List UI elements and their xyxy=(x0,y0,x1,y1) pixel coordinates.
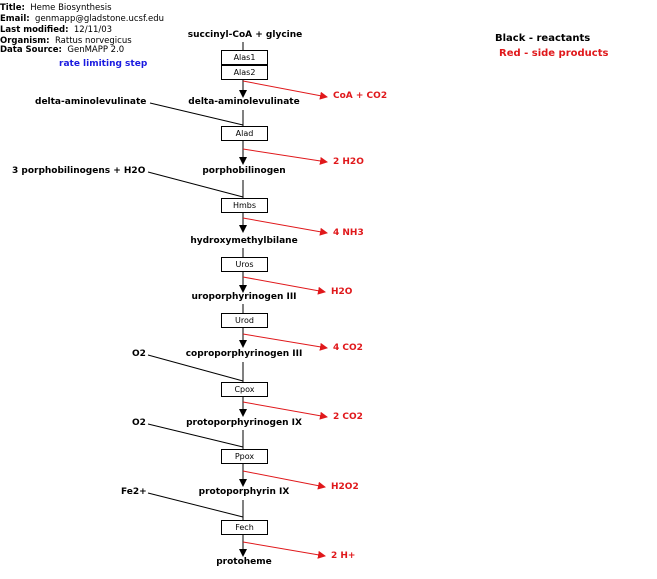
modified-label: Last modified: xyxy=(0,25,69,35)
gene-box-urod[interactable]: Urod xyxy=(221,313,268,328)
email-line: Email: genmapp@gladstone.ucsf.edu xyxy=(0,14,164,24)
co-reactant-label[interactable]: Fe2+ xyxy=(121,487,147,497)
side-product-line-3 xyxy=(242,217,328,236)
co-reactant-lines xyxy=(147,102,244,518)
modified-line: Last modified: 12/11/03 xyxy=(0,25,112,35)
metabolite-node[interactable]: protoheme xyxy=(216,557,272,567)
metabolite-node[interactable]: succinyl-CoA + glycine xyxy=(187,30,303,40)
side-product-line-2 xyxy=(242,148,328,165)
title-value: Heme Biosynthesis xyxy=(30,3,112,13)
title-label: Title: xyxy=(0,3,25,13)
gene-box-hmbs[interactable]: Hmbs xyxy=(221,198,268,213)
side-product-label[interactable]: H2O2 xyxy=(331,482,359,492)
metabolite-node[interactable]: porphobilinogen xyxy=(202,166,286,176)
gene-box-fech[interactable]: Fech xyxy=(221,520,268,535)
co-reactant-line-5 xyxy=(147,492,244,518)
source-label: Data Source: xyxy=(0,45,62,55)
side-product-label[interactable]: 4 NH3 xyxy=(333,228,364,238)
metabolite-node[interactable]: protoporphyrinogen IX xyxy=(186,418,302,428)
gene-box-alad[interactable]: Alad xyxy=(221,126,268,141)
modified-value: 12/11/03 xyxy=(73,25,113,35)
legend-reactants: Black - reactants xyxy=(495,33,591,44)
email-label: Email: xyxy=(0,14,30,24)
side-product-label[interactable]: H2O xyxy=(331,287,353,297)
metabolite-node[interactable]: protoporphyrin IX xyxy=(198,487,290,497)
organism-label: Organism: xyxy=(0,36,50,46)
co-reactant-label[interactable]: O2 xyxy=(132,418,146,428)
side-product-line-7 xyxy=(242,470,326,490)
metabolite-node[interactable]: coproporphyrinogen III xyxy=(185,349,303,359)
side-product-line-5 xyxy=(242,333,328,351)
gene-box-cpox[interactable]: Cpox xyxy=(221,382,268,397)
organism-line: Organism: Rattus norvegicus xyxy=(0,36,132,46)
co-reactant-label[interactable]: 3 porphobilinogens + H2O xyxy=(12,166,146,176)
organism-value: Rattus norvegicus xyxy=(54,36,132,46)
metabolite-node[interactable]: hydroxymethylbilane xyxy=(190,236,298,246)
co-reactant-line-1 xyxy=(149,102,244,126)
side-product-line-1 xyxy=(242,80,328,100)
side-product-label[interactable]: 2 H+ xyxy=(331,551,356,561)
side-product-line-4 xyxy=(242,276,326,295)
gene-box-alas2[interactable]: Alas2 xyxy=(221,65,268,80)
side-product-line-8 xyxy=(242,541,326,559)
rate-limiting-note: rate limiting step xyxy=(59,59,148,69)
metabolite-node[interactable]: uroporphyrinogen III xyxy=(191,292,297,302)
title-line: Title: Heme Biosynthesis xyxy=(0,3,112,13)
co-reactant-label[interactable]: delta-aminolevulinate xyxy=(35,97,147,107)
gene-box-alas1[interactable]: Alas1 xyxy=(221,50,268,65)
co-reactant-line-4 xyxy=(147,423,244,448)
gene-box-uros[interactable]: Uros xyxy=(221,257,268,272)
side-product-line-6 xyxy=(242,401,328,420)
side-product-label[interactable]: 2 H2O xyxy=(333,157,364,167)
source-value: GenMAPP 2.0 xyxy=(67,45,125,55)
email-value: genmapp@gladstone.ucsf.edu xyxy=(35,14,165,24)
legend-side-products: Red - side products xyxy=(499,48,609,59)
side-product-lines xyxy=(242,80,328,559)
side-product-label[interactable]: 4 CO2 xyxy=(333,343,363,353)
metabolite-node[interactable]: delta-aminolevulinate xyxy=(188,97,300,107)
co-reactant-line-3 xyxy=(147,354,244,382)
source-line: Data Source: GenMAPP 2.0 xyxy=(0,45,124,55)
co-reactant-label[interactable]: O2 xyxy=(132,349,146,359)
side-product-label[interactable]: CoA + CO2 xyxy=(333,91,388,101)
co-reactant-line-2 xyxy=(147,171,244,198)
side-product-label[interactable]: 2 CO2 xyxy=(333,412,363,422)
gene-box-ppox[interactable]: Ppox xyxy=(221,449,268,464)
